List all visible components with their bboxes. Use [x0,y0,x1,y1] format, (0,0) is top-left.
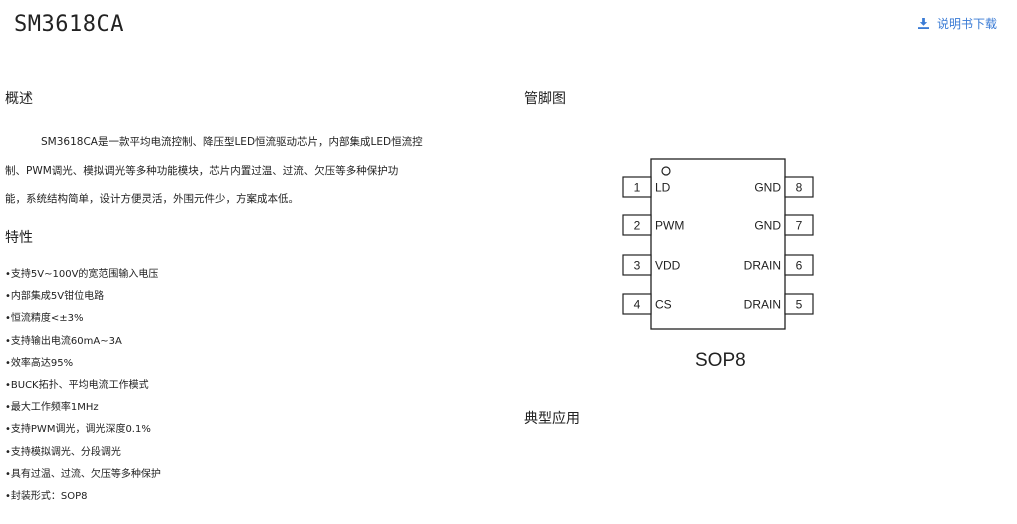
download-icon [917,18,929,29]
overview-line: 能，系统结构简单，设计方便灵活，外围元件少，方案成本低。 [5,193,299,205]
application-heading: 典型应用 [524,411,580,427]
pin-name: LD [655,181,671,195]
list-item: •恒流精度<±3% [5,313,84,325]
pin-name: DRAIN [744,298,781,312]
list-item: •最大工作频率1MHz [5,402,99,414]
pin-1: 1 LD [622,176,671,198]
overview-heading: 概述 [5,91,33,107]
page-title: SM3618CA [14,12,124,37]
pin-3: 3 VDD [622,254,681,276]
list-item: •BUCK拓扑、平均电流工作模式 [5,379,149,391]
features-list: •支持5V~100V的宽范围输入电压 •内部集成5V钳位电路 •恒流精度<±3%… [5,264,161,508]
pin1-marker [661,166,671,176]
pin-number: 3 [634,259,641,273]
overview-line: 制、PWM调光、模拟调光等多种功能模块，芯片内置过温、过流、欠压等多种保护功 [5,164,399,177]
download-manual-link[interactable]: 说明书下载 [917,15,997,32]
pin-name: CS [655,298,672,312]
pin-number: 4 [634,298,641,312]
pin-name: PWM [655,219,684,233]
pin-6: 6 DRAIN [744,254,814,276]
pin-number: 6 [796,259,803,273]
overview-paragraph: SM3618CA是一款平均电流控制、降压型LED恒流驱动芯片，内部集成LED恒流… [5,128,475,214]
list-item: •具有过温、过流、欠压等多种保护 [5,468,161,480]
pinout-heading: 管脚图 [524,91,566,107]
list-item: •支持PWM调光，调光深度0.1% [5,424,151,436]
pin-number: 1 [634,181,641,195]
pin-number: 8 [796,181,803,195]
list-item: •支持5V~100V的宽范围输入电压 [5,269,159,280]
list-item: •效率高达95% [5,357,74,369]
pin-name: GND [754,219,781,233]
list-item: •内部集成5V钳位电路 [5,291,105,303]
list-item: •支持输出电流60mA~3A [5,335,122,347]
pin-name: VDD [655,259,681,273]
sop8-pinout-diagram: 1 LD 2 PWM 3 VDD 4 CS 8 GND 7 GND 6 DRAI… [622,158,814,330]
package-label: SOP8 [695,350,746,371]
pin-7: 7 GND [754,214,814,236]
list-item: •封装形式：SOP8 [5,490,88,502]
pin-number: 7 [796,219,803,233]
overview-line: SM3618CA是一款平均电流控制、降压型LED恒流驱动芯片，内部集成LED恒流… [41,136,423,148]
download-label: 说明书下载 [936,17,997,31]
features-heading: 特性 [5,230,33,246]
ic-body [650,158,786,330]
pin-name: GND [754,181,781,195]
pin-name: DRAIN [744,259,781,273]
list-item: •支持模拟调光、分段调光 [5,446,121,458]
pin-4: 4 CS [622,293,672,315]
pin-number: 2 [634,219,641,233]
pin-2: 2 PWM [622,214,684,236]
pin-8: 8 GND [754,176,814,198]
pin-number: 5 [796,298,803,312]
pin-5: 5 DRAIN [744,293,814,315]
